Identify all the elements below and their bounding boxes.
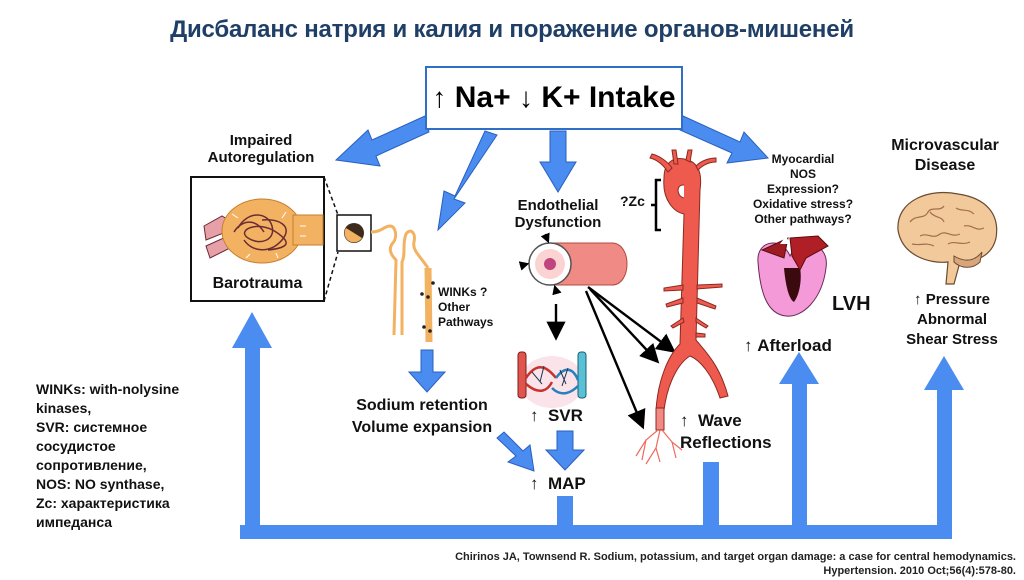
zc-label: ?Zc xyxy=(620,193,645,209)
wave-increase-arrow: ↑ xyxy=(680,411,689,430)
svr-label: ↑ SVR xyxy=(530,406,583,426)
sodium-retention-label: Sodium retention Volume expansion xyxy=(336,395,508,439)
map-label: ↑ MAP xyxy=(530,474,586,494)
feedback-stub-map xyxy=(557,496,573,528)
myocardial-note-line5: Other pathways? xyxy=(754,212,852,226)
winks-note-line1: WINKs ? xyxy=(438,285,488,299)
myocardial-note-line1: Myocardial xyxy=(771,152,835,166)
lvh-label: LVH xyxy=(832,293,871,315)
glossary-line: сопротивление, xyxy=(36,457,147,473)
arrow-to-tubule xyxy=(437,130,498,232)
shear-line1: Abnormal xyxy=(916,311,987,328)
myocardial-note: Myocardial NOS Expression? Oxidative str… xyxy=(738,152,868,227)
increase-arrow: ↑ xyxy=(432,82,447,113)
winks-note-line3: Pathways xyxy=(438,315,494,329)
shear-line2: Shear Stress xyxy=(906,331,998,348)
impaired-autoregulation-line1: Impaired xyxy=(229,132,293,149)
arrow-to-endothelium xyxy=(539,130,577,193)
wave-line1: Wave xyxy=(697,411,742,430)
glomerulus-illustration xyxy=(190,176,372,302)
glossary-line: WINKs: with-nolysine xyxy=(36,381,180,397)
glossary-line: Zc: характеристика xyxy=(36,495,170,511)
heart-illustration xyxy=(757,235,829,317)
glossary-line: NOS: NO synthase, xyxy=(36,476,165,492)
shear-stress-label: ↑ Pressure Abnormal Shear Stress xyxy=(892,290,1012,350)
endothelial-dysfunction-label: Endothelial Dysfunction xyxy=(508,197,608,232)
microvascular-disease-label: Microvascular Disease xyxy=(880,136,1010,176)
arrow-svr-to-map xyxy=(544,430,586,471)
citation-line2: Hypertension. 2010 Oct;56(4):578-80. xyxy=(823,565,1016,577)
potassium-intake-label: K+ Intake xyxy=(541,81,676,114)
map-text: MAP xyxy=(547,474,586,493)
citation: Chirinos JA, Townsend R. Sodium, potassi… xyxy=(455,550,1016,578)
feedback-arrowhead-brain xyxy=(924,356,964,390)
arrow-to-sodium-retention xyxy=(407,349,447,393)
myocardial-note-line2: NOS xyxy=(789,167,816,181)
microvascular-line1: Microvascular xyxy=(891,137,999,154)
arrow-sodium-to-map xyxy=(496,431,535,472)
feedback-stub-wave xyxy=(703,462,719,528)
arrow-to-autoregulation xyxy=(334,115,430,167)
abbreviation-glossary: WINKs: with-nolysine kinases, SVR: систе… xyxy=(36,380,256,532)
svr-text: SVR xyxy=(547,406,583,425)
decrease-arrow: ↓ xyxy=(518,82,533,113)
afterload-text: Afterload xyxy=(757,336,832,355)
impaired-autoregulation-line2: Autoregulation xyxy=(207,149,315,167)
glossary-line: kinases, xyxy=(36,400,92,416)
map-increase-arrow: ↑ xyxy=(530,474,539,493)
impaired-autoregulation-label: Impaired Autoregulation xyxy=(196,132,326,167)
wave-line2: Reflections xyxy=(680,433,772,452)
nephron-tubule-illustration xyxy=(370,224,435,343)
feedback-riser-heart xyxy=(792,382,807,532)
endothelial-dysfunction-line1: Endothelial xyxy=(517,197,599,214)
feedback-pathway xyxy=(232,312,964,539)
feedback-arrowhead-heart xyxy=(779,352,819,384)
winks-note-line2: Other xyxy=(438,300,471,314)
afterload-increase-arrow: ↑ xyxy=(744,336,753,355)
microvascular-line2: Disease xyxy=(914,157,976,174)
myocardial-note-line4: Oxidative stress? xyxy=(752,197,854,211)
feedback-riser-kidney xyxy=(245,345,260,535)
feedback-base-bar xyxy=(240,525,952,539)
pressure-text: Pressure xyxy=(925,291,990,308)
volume-expansion-line2: Volume expansion xyxy=(351,419,493,436)
arrow-to-myocardium xyxy=(679,115,770,164)
brain-illustration xyxy=(897,191,998,285)
glossary-line: сосудистое xyxy=(36,438,116,454)
afterload-label: ↑ Afterload xyxy=(744,336,832,356)
capillary-bed-illustration xyxy=(517,351,587,408)
blood-vessel-illustration xyxy=(518,232,676,430)
feedback-arrowhead-kidney xyxy=(232,312,272,348)
winks-note: WINKs ? Other Pathways xyxy=(438,285,493,330)
endothelial-dysfunction-line2: Dysfunction xyxy=(514,214,602,232)
citation-line1: Chirinos JA, Townsend R. Sodium, potassi… xyxy=(455,551,1016,563)
pressure-arrows xyxy=(546,286,676,430)
aorta-illustration xyxy=(635,149,729,465)
slide-title: Дисбаланс натрия и калия и поражение орг… xyxy=(170,16,854,43)
feedback-riser-brain xyxy=(937,388,952,532)
intake-box: ↑ Na+ ↓ K+ Intake xyxy=(425,66,683,130)
glossary-line: импеданса xyxy=(36,514,113,530)
wave-reflections-label: ↑ Wave Reflections xyxy=(680,410,772,454)
myocardial-note-line3: Expression? xyxy=(766,182,840,196)
sodium-label: Na+ xyxy=(454,81,511,114)
zc-bracket xyxy=(651,178,661,232)
barotrauma-label: Barotrauma xyxy=(212,275,303,292)
svr-increase-arrow: ↑ xyxy=(530,406,539,425)
glossary-line: SVR: системное xyxy=(36,419,148,435)
pressure-increase-arrow: ↑ xyxy=(914,291,922,308)
sodium-retention-line1: Sodium retention xyxy=(356,397,488,414)
